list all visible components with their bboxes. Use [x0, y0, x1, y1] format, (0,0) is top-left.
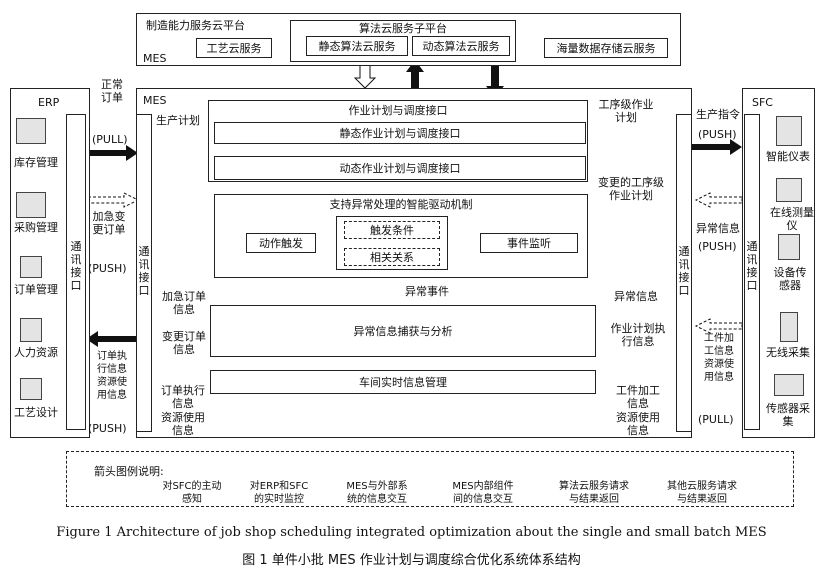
normal-order-arrow	[86, 145, 138, 161]
event-monitor: 事件监听	[480, 233, 578, 253]
algo-up-arrow	[406, 60, 424, 92]
cloud-hollow-arrow	[353, 62, 377, 89]
sfc-item-meter: 智能仪表	[766, 150, 810, 163]
relation: 相关关系	[344, 248, 440, 266]
trigger-condition: 触发条件	[344, 221, 440, 239]
legend-item-external: MES与外部系统的信息交互	[346, 481, 408, 505]
legend-box	[66, 451, 794, 507]
inventory-icon	[16, 118, 46, 144]
smart-meter-icon	[776, 116, 802, 146]
capture-analysis: 异常信息捕获与分析	[210, 305, 596, 357]
urgent-info-label: 加急订单信息	[162, 290, 206, 316]
prod-plan-label: 生产计划	[156, 114, 200, 127]
mes-title: MES	[143, 94, 167, 107]
dynamic-algo-service: 动态算法云服务	[412, 36, 510, 56]
sfc-item-gauge: 在线测量仪	[770, 206, 814, 232]
push-right-label: (PUSH)	[698, 128, 737, 141]
sensor-icon	[778, 234, 800, 260]
purchase-icon	[16, 192, 46, 218]
sensor-collect-icon	[774, 374, 804, 396]
change-info-label: 变更订单信息	[162, 330, 206, 356]
urgent-change-arrow	[87, 192, 140, 208]
erp-title: ERP	[38, 96, 60, 109]
legend-item-monitor: 对ERP和SFC的实时监控	[249, 481, 309, 505]
urgent-change-label: 加急变更订单	[92, 210, 126, 236]
erp-item-hr: 人力资源	[14, 346, 58, 359]
legend-item-algo: 算法云服务请求与结果返回	[559, 481, 629, 505]
caption-zh: 图 1 单件小批 MES 作业计划与调度综合优化系统体系结构	[242, 553, 581, 568]
sfc-comm-interface	[744, 114, 760, 430]
abnormal-event-label: 异常事件	[405, 285, 449, 298]
legend-item-other: 其他云服务请求与结果返回	[667, 481, 737, 505]
resource-info-label: 资源使用信息	[161, 411, 205, 437]
push-label-1: (PUSH)	[88, 262, 127, 275]
sfc-item-wireless: 无线采集	[766, 346, 810, 359]
work-info-label: 工件加工信息	[616, 384, 660, 410]
erp-item-purchase: 采购管理	[14, 221, 58, 234]
mes-comm-left	[136, 114, 152, 432]
wireless-icon	[780, 312, 798, 342]
erp-item-craft: 工艺设计	[14, 406, 58, 419]
static-sched-interface: 静态作业计划与调度接口	[214, 122, 586, 144]
abnormal-push-arrow	[694, 192, 743, 208]
mes-comm-right-label: 通讯接口	[678, 245, 690, 297]
pull-right-label: (PULL)	[698, 413, 734, 426]
sfc-item-sensor: 设备传感器	[773, 266, 807, 292]
exec-info-label: 订单执行信息	[161, 384, 205, 410]
resource-exec-label: 订单执行信息资源使用信息	[97, 351, 127, 401]
mes-comm-right	[676, 114, 692, 432]
erp-comm-interface	[66, 114, 86, 430]
cloud-title: 制造能力服务云平台	[146, 19, 245, 32]
sfc-comm-label: 通讯接口	[746, 240, 758, 292]
exec-info-erp-arrow	[86, 331, 136, 347]
realtime-info: 车间实时信息管理	[210, 370, 596, 394]
legend-item-sense: 对SFC的主动感知	[162, 481, 222, 505]
craft-cloud-service: 工艺云服务	[196, 38, 272, 58]
legend-title: 箭头图例说明:	[94, 465, 164, 478]
push-right-label-2: (PUSH)	[698, 240, 737, 253]
algo-platform-title: 算法云服务子平台	[359, 22, 447, 35]
order-icon	[20, 256, 42, 278]
caption-en: Figure 1 Architecture of job shop schedu…	[56, 525, 767, 540]
hr-icon	[20, 318, 42, 342]
work-res-right-label: 工件加工信息资源使用信息	[704, 333, 734, 383]
craft-design-icon	[20, 378, 42, 400]
proc-plan-label: 工序级作业计划	[598, 98, 654, 124]
prod-cmd-label: 生产指令	[696, 108, 740, 121]
erp-item-inventory: 库存管理	[14, 156, 58, 169]
push-label-2: (PUSH)	[88, 422, 127, 435]
normal-order-label: 正常订单	[101, 78, 123, 104]
plan-exec-label: 作业计划执行信息	[610, 322, 666, 348]
storage-cloud-service: 海量数据存储云服务	[544, 38, 668, 58]
erp-item-order: 订单管理	[14, 283, 58, 296]
work-pull-arrow	[694, 318, 743, 334]
sfc-item-collect: 传感器采集	[766, 402, 810, 428]
dynamic-sched-interface: 动态作业计划与调度接口	[214, 156, 586, 180]
sched-interface-title: 作业计划与调度接口	[348, 104, 448, 117]
abnormal-right-label: 异常信息	[696, 222, 740, 235]
erp-comm-label: 通讯接口	[70, 240, 82, 292]
static-algo-service: 静态算法云服务	[306, 36, 408, 56]
sfc-title: SFC	[752, 96, 773, 109]
online-gauge-icon	[776, 178, 802, 202]
abnormal-info-label: 异常信息	[614, 290, 658, 303]
mechanism-title: 支持异常处理的智能驱动机制	[329, 198, 473, 211]
pull-label: (PULL)	[92, 133, 128, 146]
changed-proc-label: 变更的工序级作业计划	[598, 176, 664, 202]
cloud-mes-label: MES	[143, 52, 167, 65]
prod-cmd-arrow	[690, 139, 742, 155]
res-info-right-label: 资源使用信息	[616, 411, 660, 437]
mes-comm-left-label: 通讯接口	[138, 245, 150, 297]
action-trigger: 动作触发	[246, 233, 316, 253]
legend-item-internal: MES内部组件间的信息交互	[452, 481, 514, 505]
